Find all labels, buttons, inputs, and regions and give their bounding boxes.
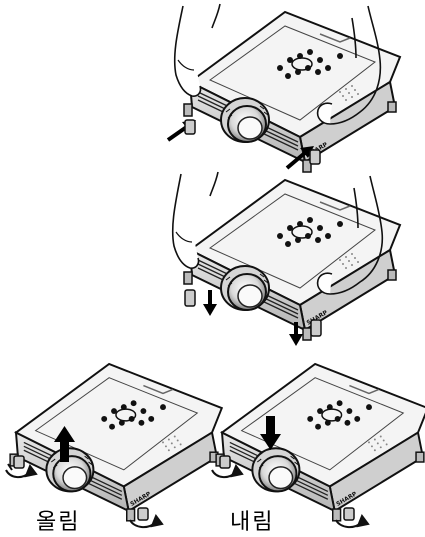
projector-top [184,12,400,172]
step-1-illustration [168,4,400,172]
lower-illustration [212,364,425,527]
projector-middle [184,180,400,340]
step-2-illustration [173,172,400,346]
projector-lower [216,364,425,521]
raise-label: 올림 [36,504,80,536]
raise-illustration [6,364,222,527]
projector-raise [10,364,222,521]
lower-label: 내림 [230,504,274,536]
arrow-down-icon [203,290,217,316]
